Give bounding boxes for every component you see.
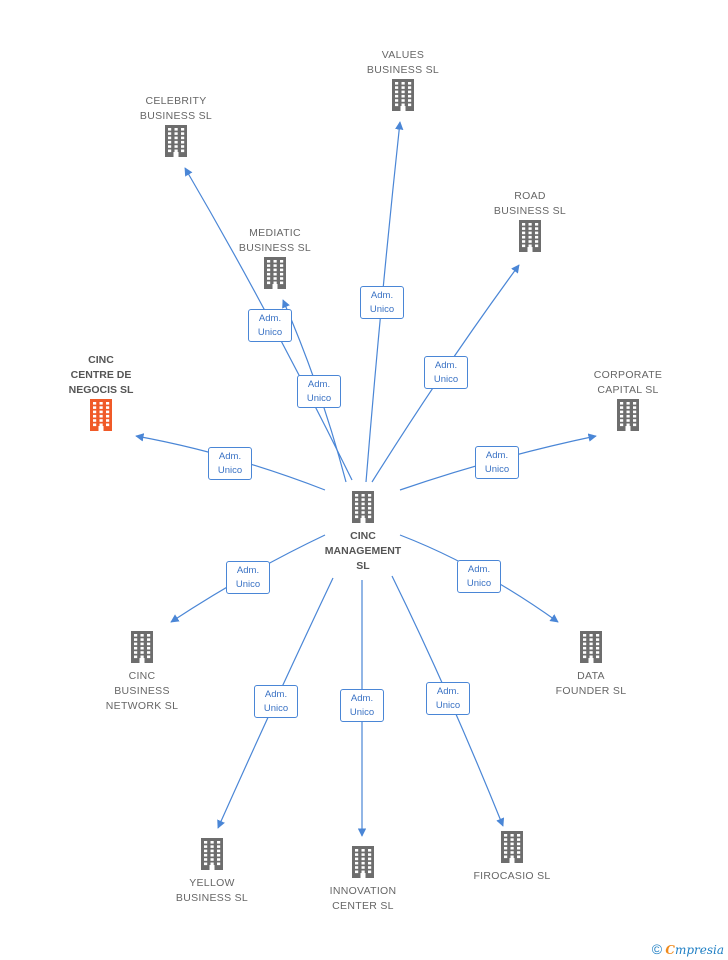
role-badge-values[interactable]: Adm. Unico <box>360 286 404 319</box>
company-label: DATA FOUNDER SL <box>555 670 627 697</box>
role-badge-cinc-centre[interactable]: Adm. Unico <box>208 447 252 480</box>
building-icon <box>153 837 271 876</box>
role-badge-data-founder[interactable]: Adm. Unico <box>457 560 501 593</box>
company-node-values[interactable]: VALUES BUSINESS SL <box>344 48 462 117</box>
building-icon <box>304 845 422 884</box>
company-label: CORPORATE CAPITAL SL <box>593 369 663 396</box>
company-label: YELLOW BUSINESS SL <box>175 877 249 904</box>
company-label: CINC BUSINESS NETWORK SL <box>105 670 179 712</box>
building-icon <box>532 630 650 669</box>
company-node-firocasio[interactable]: FIROCASIO SL <box>453 830 571 884</box>
center-company-label: CINC MANAGEMENT SL <box>324 530 402 572</box>
company-label: INNOVATION CENTER SL <box>329 885 397 912</box>
building-icon <box>313 490 413 529</box>
company-node-cinc-network[interactable]: CINC BUSINESS NETWORK SL <box>83 630 201 714</box>
center-company-node[interactable]: CINC MANAGEMENT SL <box>313 490 413 574</box>
building-icon <box>117 124 235 163</box>
brand-initial: C <box>665 943 675 957</box>
building-icon <box>83 630 201 669</box>
building-icon <box>344 78 462 117</box>
company-label: CELEBRITY BUSINESS SL <box>139 95 213 122</box>
company-label: VALUES BUSINESS SL <box>366 49 440 76</box>
building-icon <box>216 256 334 295</box>
company-node-data-founder[interactable]: DATA FOUNDER SL <box>532 630 650 699</box>
company-node-corporate[interactable]: CORPORATE CAPITAL SL <box>569 368 687 437</box>
company-label: ROAD BUSINESS SL <box>493 190 567 217</box>
company-label: CINC CENTRE DE NEGOCIS SL <box>68 354 134 396</box>
role-badge-mediatic[interactable]: Adm. Unico <box>297 375 341 408</box>
company-node-road[interactable]: ROAD BUSINESS SL <box>471 189 589 258</box>
role-badge-corporate[interactable]: Adm. Unico <box>475 446 519 479</box>
role-badge-innovation[interactable]: Adm. Unico <box>340 689 384 722</box>
brand-name: mpresia <box>674 943 724 957</box>
role-badge-cinc-network[interactable]: Adm. Unico <box>226 561 270 594</box>
building-icon <box>471 219 589 258</box>
role-badge-firocasio[interactable]: Adm. Unico <box>426 682 470 715</box>
company-node-yellow[interactable]: YELLOW BUSINESS SL <box>153 837 271 906</box>
building-icon <box>42 398 160 437</box>
role-badge-yellow[interactable]: Adm. Unico <box>254 685 298 718</box>
role-badge-road[interactable]: Adm. Unico <box>424 356 468 389</box>
company-node-celebrity[interactable]: CELEBRITY BUSINESS SL <box>117 94 235 163</box>
company-node-mediatic[interactable]: MEDIATIC BUSINESS SL <box>216 226 334 295</box>
company-node-cinc-centre[interactable]: CINC CENTRE DE NEGOCIS SL <box>42 353 160 437</box>
role-badge-celebrity[interactable]: Adm. Unico <box>248 309 292 342</box>
building-icon <box>569 398 687 437</box>
company-node-innovation[interactable]: INNOVATION CENTER SL <box>304 845 422 914</box>
copyright-symbol: © <box>651 941 663 957</box>
company-label: MEDIATIC BUSINESS SL <box>238 227 312 254</box>
company-label: FIROCASIO SL <box>473 870 551 882</box>
empresia-watermark: © Cmpresia <box>652 941 724 957</box>
building-icon <box>453 830 571 869</box>
